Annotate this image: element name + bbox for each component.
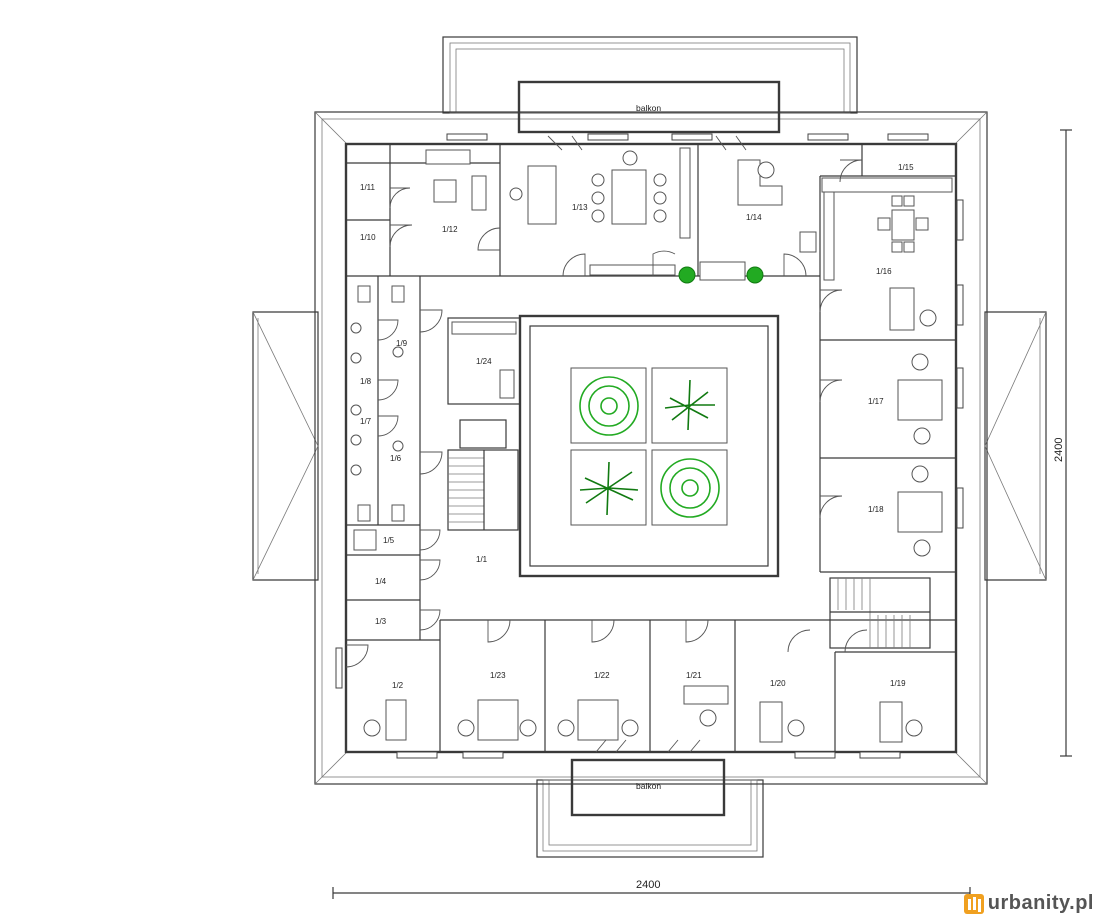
interior-walls	[346, 144, 956, 752]
room-label-1-7: 1/7	[360, 417, 372, 426]
atrium	[518, 314, 780, 578]
dimension-width-label: 2400	[636, 879, 660, 891]
room-label-1-2: 1/2	[392, 681, 404, 690]
room-label-1-1: 1/1	[476, 555, 488, 564]
room-label-1-9: 1/9	[396, 339, 408, 348]
room-label-1-11: 1/11	[360, 183, 376, 192]
room-label-1-3: 1/3	[375, 617, 387, 626]
south-terrace	[536, 779, 764, 858]
doors	[345, 135, 868, 753]
room-label-1-16: 1/16	[876, 267, 892, 276]
tree-2	[664, 379, 715, 431]
balcony-south: balkon	[570, 758, 726, 817]
watermark-logo: urbanity.pl	[963, 892, 1094, 915]
dimension-width: 2400	[332, 879, 971, 899]
room-label-1-6: 1/6	[390, 454, 402, 463]
watermark-text: urbanity.pl	[987, 892, 1094, 914]
roof-left	[252, 311, 319, 581]
room-label-1-17: 1/17	[868, 397, 884, 406]
room-label-1-14: 1/14	[746, 213, 762, 222]
room-label-1-20: 1/20	[770, 679, 786, 688]
dimension-height: 2400	[1053, 129, 1072, 757]
room-label-1-10: 1/10	[360, 233, 376, 242]
building-shell	[314, 111, 988, 785]
room-label-1-24: 1/24	[476, 357, 492, 366]
windows	[335, 133, 964, 759]
balcony-north: balkon	[517, 80, 781, 134]
plant-pots	[678, 266, 764, 284]
room-label-1-21: 1/21	[686, 671, 702, 680]
urbanity-logo-icon	[963, 893, 984, 914]
tree-1	[579, 376, 639, 436]
stairs-east	[829, 577, 931, 649]
room-label-1-23: 1/23	[490, 671, 506, 680]
tree-4	[660, 458, 720, 518]
tree-3	[579, 461, 639, 516]
room-label-1-19: 1/19	[890, 679, 906, 688]
room-labels: 1/1 1/2 1/3 1/4 1/5 1/6 1/7 1/8 1/9 1/10…	[360, 163, 914, 690]
roof-right	[984, 311, 1047, 581]
furniture	[350, 149, 943, 743]
room-label-1-13: 1/13	[572, 203, 588, 212]
room-label-1-12: 1/12	[442, 225, 458, 234]
room-label-1-15: 1/15	[898, 163, 914, 172]
balcony-south-label: balkon	[636, 781, 661, 791]
shelves	[589, 147, 953, 281]
room-label-1-8: 1/8	[360, 377, 372, 386]
room-label-1-4: 1/4	[375, 577, 387, 586]
room-label-1-22: 1/22	[594, 671, 610, 680]
dimension-height-label: 2400	[1053, 438, 1065, 462]
stairs-west	[447, 419, 519, 531]
north-terrace	[442, 36, 858, 114]
room-label-1-18: 1/18	[868, 505, 884, 514]
room-label-1-5: 1/5	[383, 536, 395, 545]
balcony-north-label: balkon	[636, 103, 661, 113]
